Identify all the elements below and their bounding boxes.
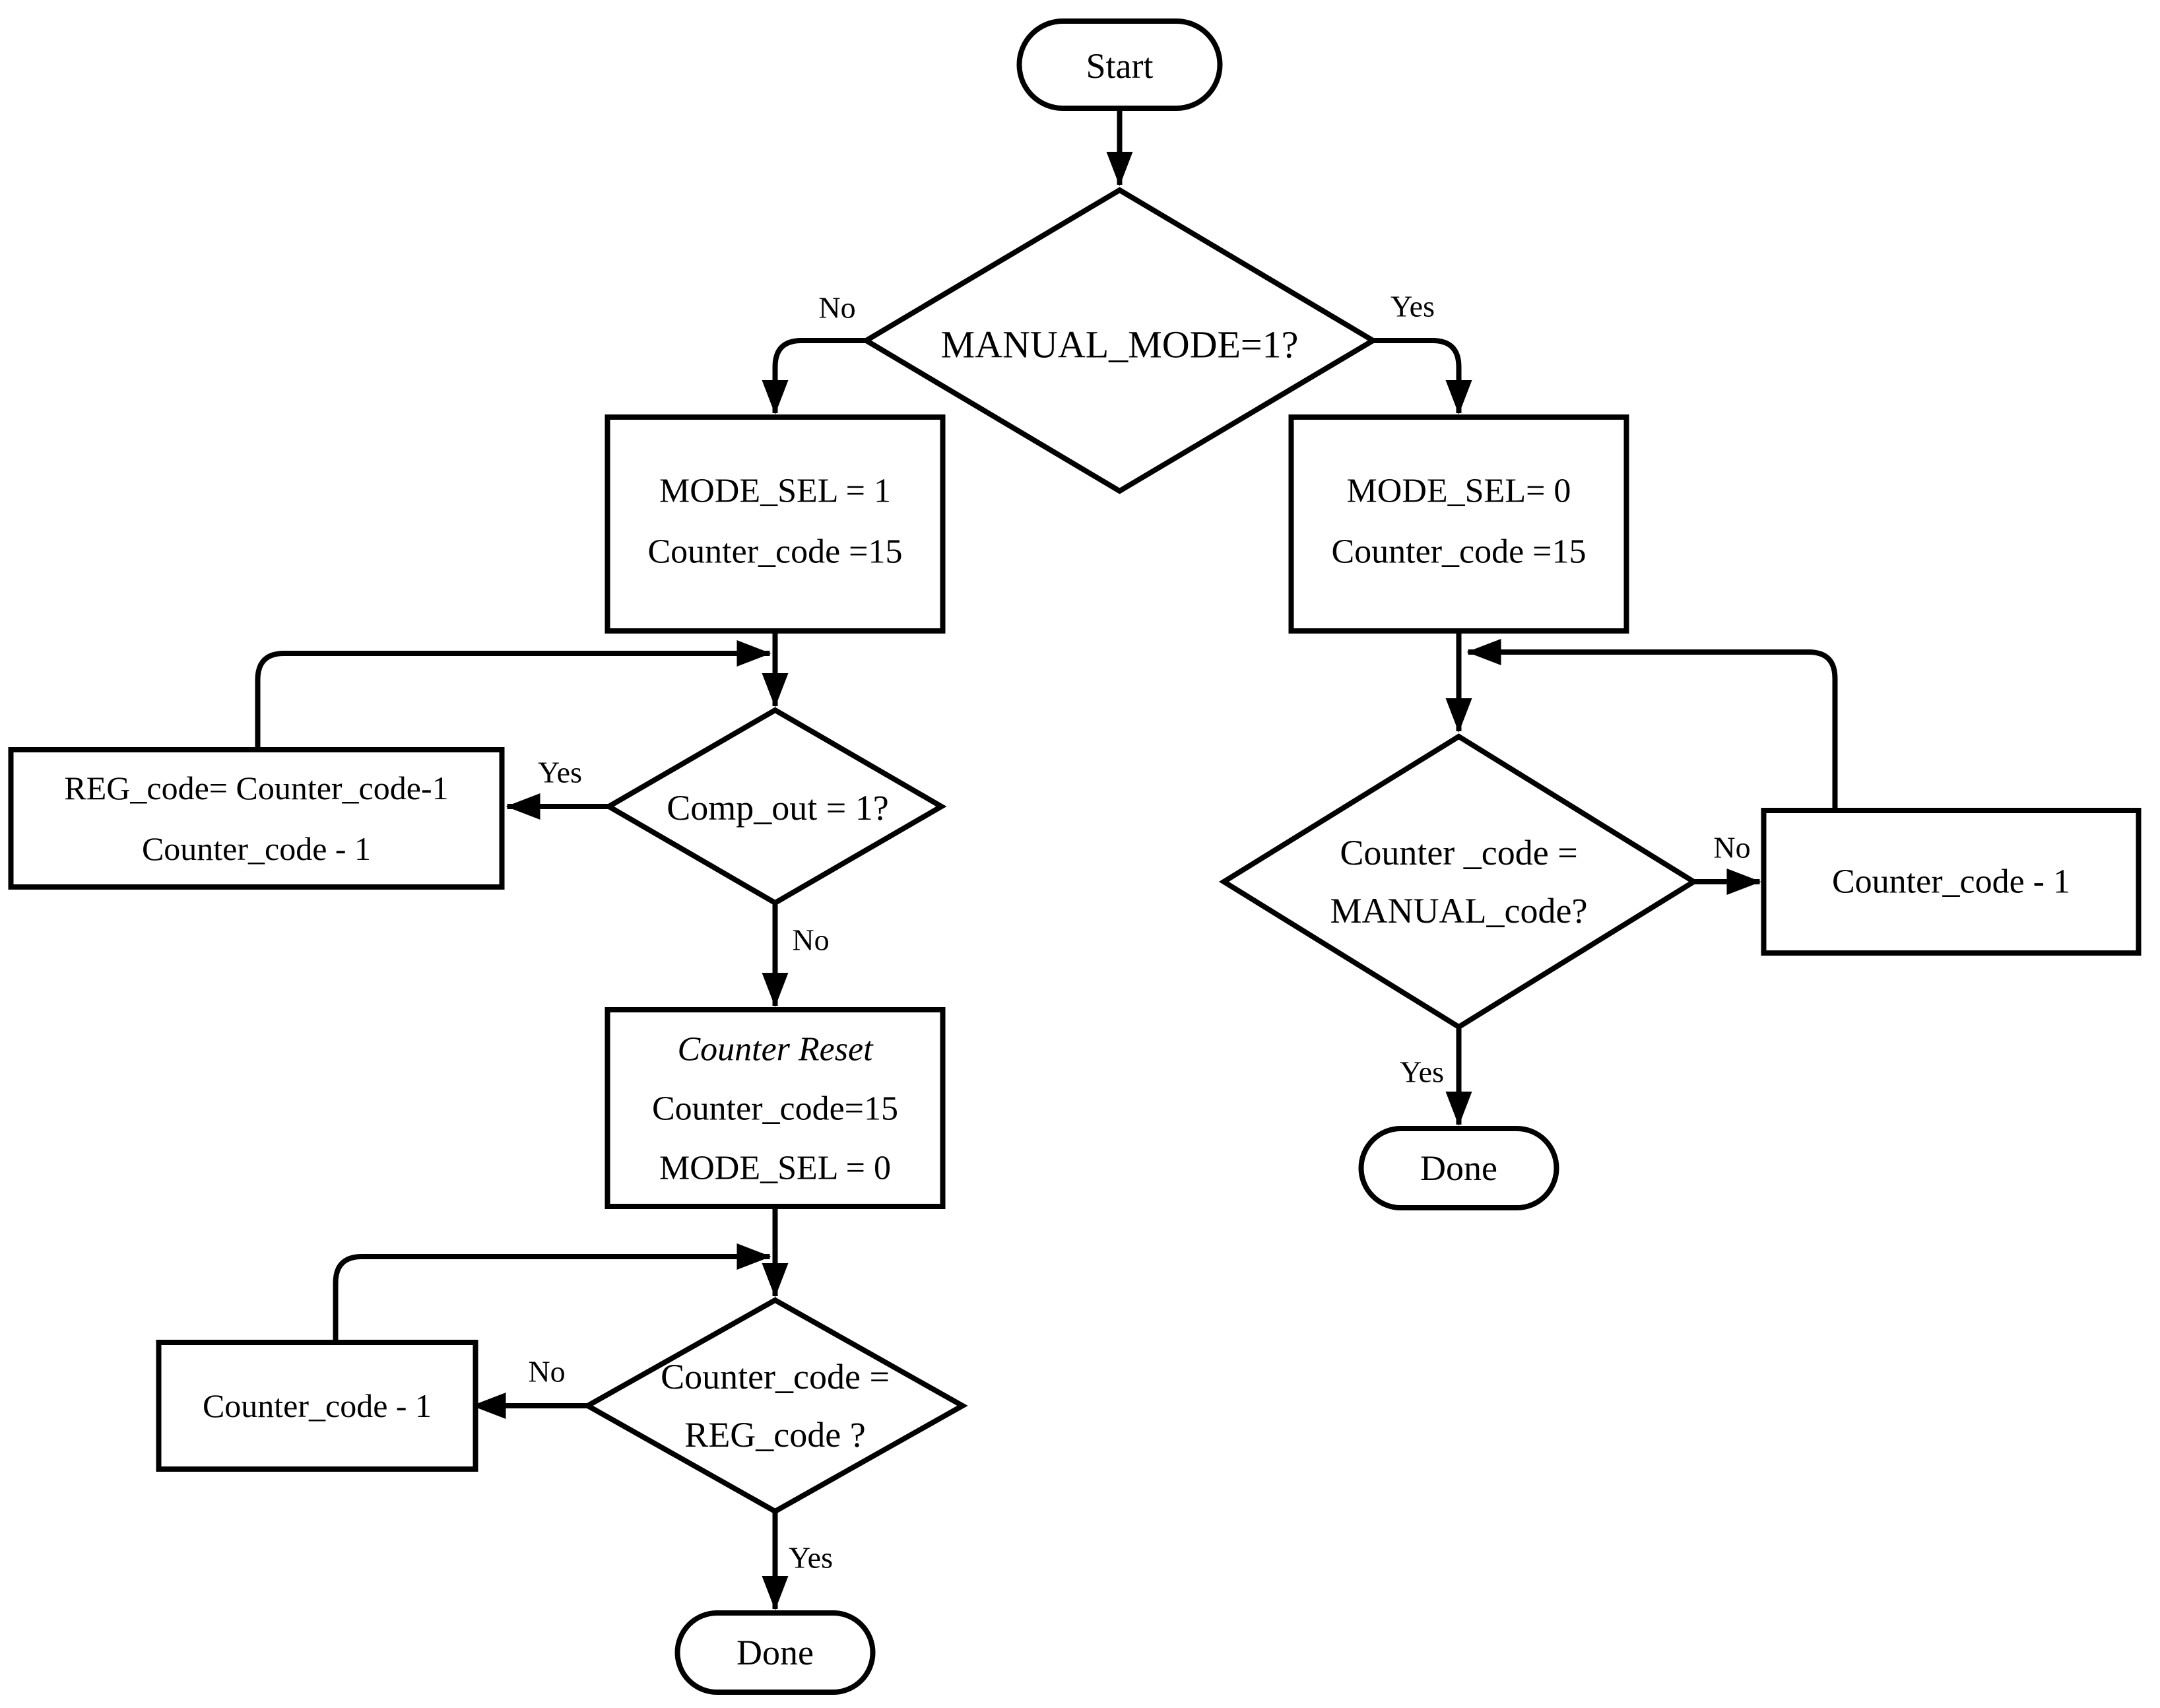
node-done-manual: Done (1358, 1126, 1559, 1210)
auto-init-line-1: MODE_SEL = 1 (659, 473, 891, 510)
start-terminal-label: Start (1086, 46, 1154, 86)
done-auto-terminal-label: Done (736, 1633, 814, 1672)
edge-manual-mode-yes-to-manual-init (1373, 338, 1472, 414)
manual-init-line-1: MODE_SEL= 0 (1347, 473, 1571, 510)
label-manual-mode-yes: Yes (1391, 290, 1435, 323)
auto-decrement-label: Counter_code - 1 (203, 1387, 432, 1424)
label-manual-match-no: No (1713, 831, 1750, 865)
comp-out-decision-shape (603, 707, 947, 906)
reg-match-decision-line-1: Counter_code = (661, 1357, 890, 1396)
manual-decrement-label: Counter_code - 1 (1832, 863, 2070, 901)
edge-manual-mode-no-to-auto-init (762, 338, 867, 414)
reg-match-decision-shape (582, 1297, 968, 1515)
label-reg-match-no: No (528, 1355, 565, 1389)
counter-reset-line-1: Counter Reset (677, 1031, 874, 1068)
manual-decrement-shape (1761, 808, 2142, 956)
counter-reset-line-2: Counter_code=15 (652, 1090, 898, 1128)
auto-init-shape (605, 414, 946, 634)
node-comp-out-decision: Comp_out = 1? (603, 707, 947, 906)
counter-reset-shape (605, 1007, 946, 1209)
node-auto-decrement: Counter_code - 1 (156, 1340, 478, 1472)
node-manual-mode-decision: MANUAL_MODE=1? (861, 187, 1379, 494)
manual-match-decision-line-1: Counter _code = (1340, 833, 1577, 872)
edge-feedback-auto-decrement-to-reg-match (333, 1243, 771, 1342)
reg-update-shape (8, 747, 505, 890)
node-manual-decrement: Counter_code - 1 (1761, 808, 2142, 956)
comp-out-decision-label: Comp_out = 1? (667, 788, 888, 828)
node-reg-update: REG_code= Counter_code-1 Counter_code - … (8, 747, 505, 890)
node-manual-match-decision: Counter _code = MANUAL_code? (1218, 733, 1699, 1030)
reg-match-decision-line-2: REG_code ? (684, 1415, 865, 1455)
node-start: Start (1016, 18, 1223, 111)
reg-update-line-1: REG_code= Counter_code-1 (64, 770, 448, 806)
label-comp-out-no: No (792, 923, 829, 957)
auto-init-line-2: Counter_code =15 (647, 533, 902, 571)
manual-init-shape (1288, 414, 1629, 634)
label-manual-mode-no: No (818, 291, 855, 325)
edge-feedback-manual-decrement-to-manual-match (1466, 639, 1838, 810)
manual-match-decision-line-2: MANUAL_code? (1330, 891, 1588, 931)
node-manual-init: MODE_SEL= 0 Counter_code =15 (1288, 414, 1629, 634)
edge-feedback-reg-update-to-comp-out (255, 640, 771, 750)
done-manual-terminal-label: Done (1420, 1148, 1497, 1188)
manual-match-decision-shape (1218, 733, 1699, 1030)
reg-update-line-2: Counter_code - 1 (142, 830, 371, 867)
node-reg-match-decision: Counter_code = REG_code ? (582, 1297, 968, 1515)
manual-init-line-2: Counter_code =15 (1331, 533, 1586, 571)
done-manual-terminal-shape (1358, 1126, 1559, 1210)
node-auto-init: MODE_SEL = 1 Counter_code =15 (605, 414, 946, 634)
counter-reset-line-3: MODE_SEL = 0 (659, 1150, 891, 1187)
done-auto-terminal-shape (674, 1610, 876, 1695)
label-comp-out-yes: Yes (538, 756, 582, 789)
label-manual-match-yes: Yes (1400, 1055, 1444, 1089)
node-done-auto: Done (674, 1610, 876, 1695)
manual-mode-decision-label: MANUAL_MODE=1? (941, 323, 1299, 366)
auto-decrement-shape (156, 1340, 478, 1472)
edge-labels: No Yes Yes No No Yes No Yes (528, 290, 1750, 1575)
start-terminal-shape (1016, 18, 1223, 111)
node-counter-reset: Counter Reset Counter_code=15 MODE_SEL =… (605, 1007, 946, 1209)
edges (255, 108, 1838, 1610)
label-reg-match-yes: Yes (789, 1541, 833, 1575)
manual-mode-decision-shape (861, 187, 1379, 494)
